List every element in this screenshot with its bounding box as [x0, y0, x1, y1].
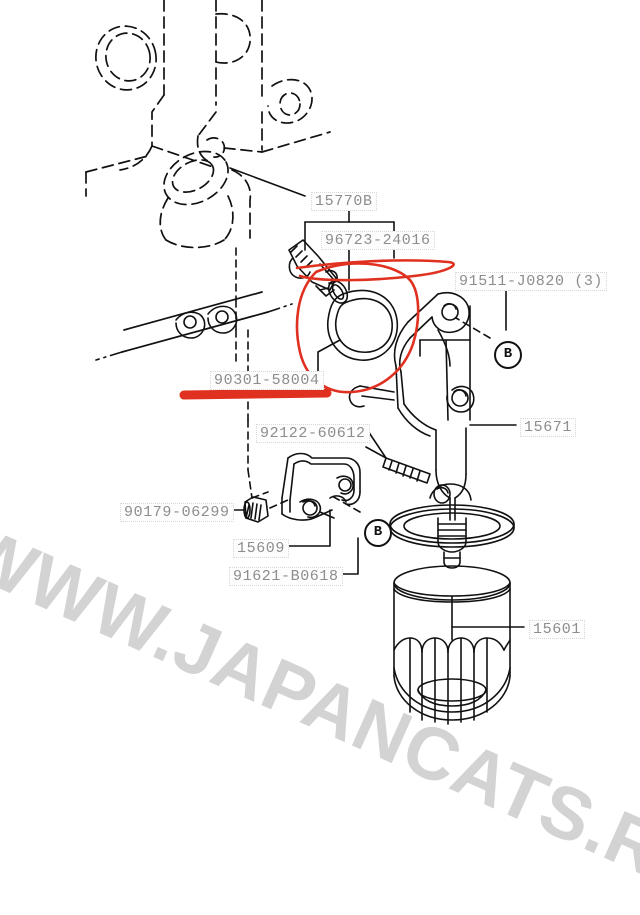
engine-block-phantom: [85, 0, 331, 249]
filter-seat-ring: [389, 504, 515, 569]
red-underline-90301: [179, 388, 332, 400]
oil-filter-bracket-15671: [348, 291, 475, 521]
oring-96723: [327, 280, 349, 304]
red-sweep-line: [295, 259, 455, 282]
oil-filter-element-15601: [393, 565, 511, 725]
part-label-15609[interactable]: 15609: [233, 539, 290, 558]
leader-lines-dashed: [235, 247, 491, 513]
red-annotations: [179, 259, 455, 400]
stud-bolt-92122: [365, 446, 431, 484]
mounting-rail: [95, 291, 293, 361]
part-label-90179-06299[interactable]: 90179-06299: [120, 503, 234, 522]
balloon-callout-b-upper[interactable]: B: [494, 341, 522, 369]
stay-bracket-15609: [281, 452, 361, 521]
part-label-96723-24016[interactable]: 96723-24016: [321, 231, 435, 250]
oring-90301: [327, 289, 399, 361]
part-label-92122-60612[interactable]: 92122-60612: [256, 424, 370, 443]
part-label-91621-B0618[interactable]: 91621-B0618: [229, 567, 343, 586]
diagram-lineart: [85, 0, 525, 725]
nut-90179: [243, 496, 269, 523]
part-label-15601[interactable]: 15601: [529, 620, 586, 639]
part-label-15671[interactable]: 15671: [520, 418, 577, 437]
balloon-callout-b-lower[interactable]: B: [364, 519, 392, 547]
part-label-90301-58004[interactable]: 90301-58004: [210, 371, 324, 390]
part-label-15770B[interactable]: 15770B: [311, 192, 377, 211]
red-circle-oring: [295, 262, 420, 394]
part-label-91511-J0820[interactable]: 91511-J0820 (3): [455, 272, 608, 291]
